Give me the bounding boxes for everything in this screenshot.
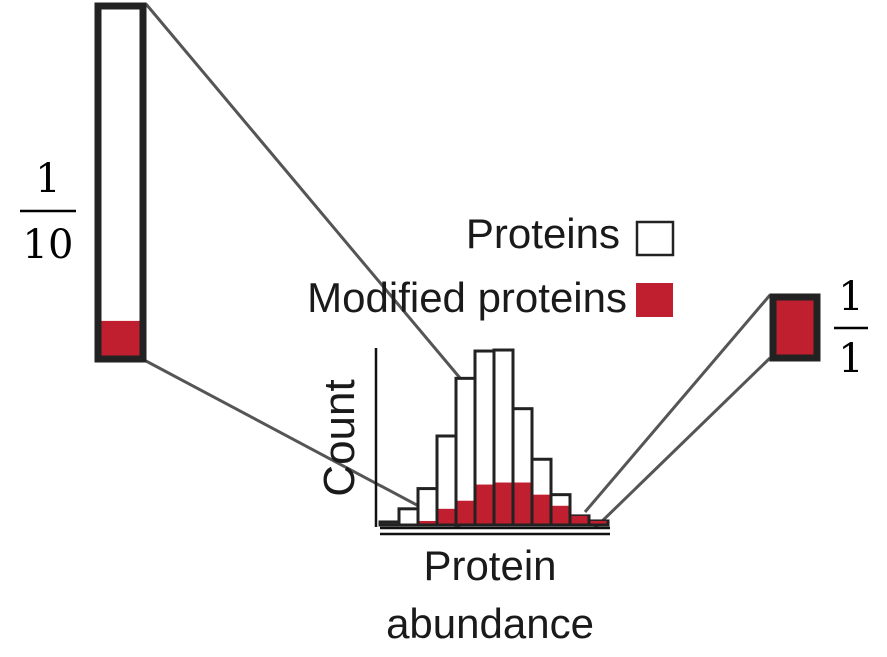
modified-proteins-bar [571, 515, 588, 524]
proteins-bar [378, 520, 401, 527]
right-zoom-connector-bottom [593, 356, 772, 530]
right-fraction-numerator: 1 [838, 274, 863, 320]
modified-proteins-bar [590, 520, 607, 524]
left-zoom-connector-top [144, 3, 462, 379]
modified-proteins-bar [533, 494, 550, 524]
modified-proteins-bar [514, 482, 531, 524]
proteins-bar [416, 487, 439, 527]
proteins-series [378, 348, 610, 527]
left-zoom-box [94, 2, 147, 363]
modified-proteins-bar [419, 520, 436, 524]
legend-proteins-swatch [635, 220, 675, 257]
right-fraction-denominator: 1 [838, 336, 863, 382]
right-zoom-modified-fill [776, 300, 814, 355]
modified-proteins-series [419, 482, 607, 524]
left-zoom-modified-fill [101, 320, 140, 356]
modified-proteins-bar [476, 484, 493, 524]
left-fraction-numerator: 1 [35, 156, 60, 202]
right-zoom-connector-top [583, 294, 772, 513]
legend-modified-swatch [636, 283, 673, 317]
x-axis-label-line2: abundance [386, 600, 594, 647]
modified-proteins-bar [438, 508, 455, 524]
left-fraction-denominator: 10 [23, 222, 74, 268]
modified-proteins-bar [552, 505, 569, 524]
proteins-bar [397, 507, 420, 527]
legend-modified-label: Modified proteins [307, 274, 627, 321]
y-axis-label: Count [315, 379, 364, 496]
modified-proteins-bar [495, 482, 512, 524]
left-zoom-connector-bottom [145, 359, 461, 530]
legend-proteins-label: Proteins [466, 210, 620, 257]
x-axis-label-line1: Protein [423, 542, 556, 589]
modified-proteins-bar [457, 500, 474, 524]
